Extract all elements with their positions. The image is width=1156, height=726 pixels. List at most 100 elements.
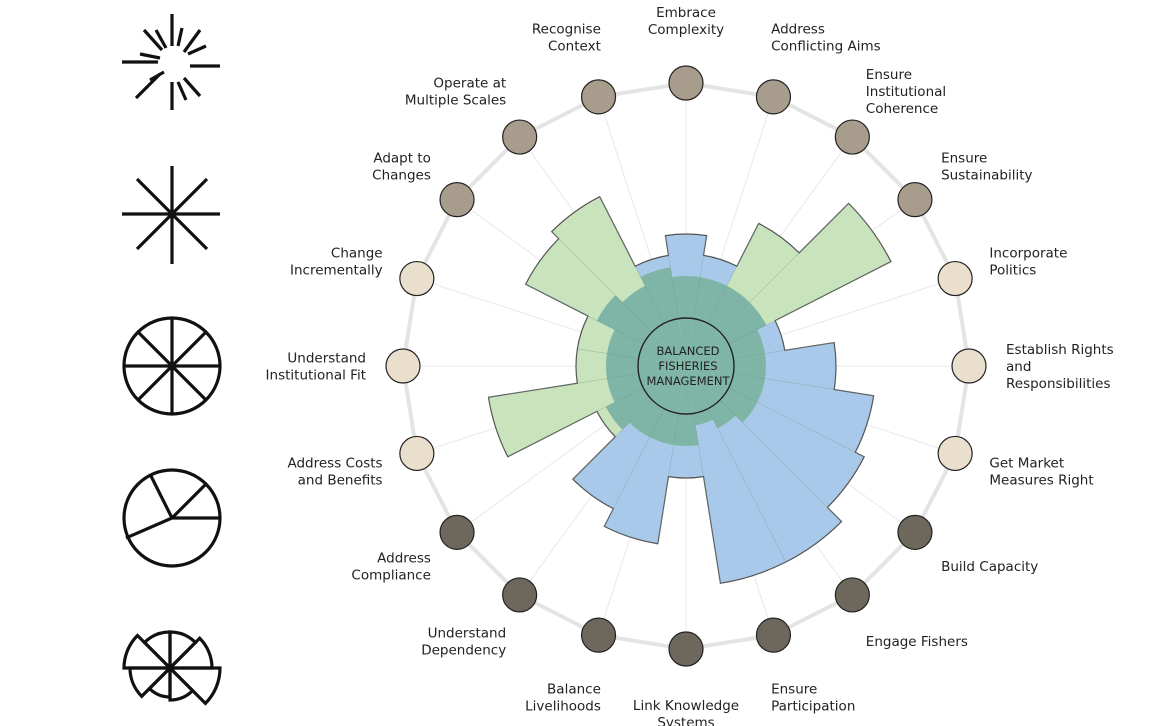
principle-label-line: Complexity xyxy=(648,22,724,38)
overlap-wedge xyxy=(686,353,767,379)
principle-node xyxy=(580,79,617,115)
principle-node xyxy=(385,348,421,384)
rose-icon xyxy=(122,630,222,706)
principle-label-line: Understand xyxy=(428,626,507,642)
principle-label-line: Incorporate xyxy=(989,245,1067,261)
wedge-divider xyxy=(733,373,874,397)
overlap-rose xyxy=(596,267,767,447)
overlap-wedge xyxy=(686,366,758,423)
principle-node xyxy=(897,514,933,550)
wedge-divider xyxy=(507,387,644,458)
principle-label-line: Address Costs xyxy=(287,456,382,472)
overlap-wedge xyxy=(686,366,766,403)
principle-node xyxy=(439,514,475,550)
principle-node xyxy=(951,348,987,384)
principle-label: Engage Fishers xyxy=(866,634,968,650)
principle-label-line: Compliance xyxy=(351,567,430,583)
pie-slices-icon xyxy=(122,468,222,568)
principle-label-line: Recognise xyxy=(532,22,601,38)
wedge-divider xyxy=(577,348,639,359)
principle-node xyxy=(897,182,933,218)
principle-node xyxy=(502,119,538,155)
principle-label-line: Institutional Fit xyxy=(266,368,366,384)
principle-label-line: Conflicting Aims xyxy=(771,39,881,55)
wedge-divider xyxy=(719,399,842,522)
center-circle xyxy=(637,317,735,415)
principle-nodes xyxy=(385,65,987,667)
principle-label-line: Engage Fishers xyxy=(866,634,968,650)
legend-icons xyxy=(122,14,222,706)
principle-node xyxy=(439,182,475,218)
principle-label-line: Sustainability xyxy=(941,168,1032,184)
principle-label-line: Multiple Scales xyxy=(405,92,506,108)
principle-node xyxy=(937,260,973,297)
overlap-wedge xyxy=(606,329,686,366)
principle-label-line: Responsibilities xyxy=(1006,376,1111,392)
principle-label-line: Participation xyxy=(771,698,855,714)
principle-node xyxy=(399,435,435,472)
wedge-divider xyxy=(733,342,835,359)
principle-label-line: and Benefits xyxy=(298,473,383,489)
principle-label-line: Dependency xyxy=(421,643,506,659)
principle-label-line: Build Capacity xyxy=(941,559,1038,575)
overlap-wedge xyxy=(686,366,714,426)
wedge-divider xyxy=(488,373,639,398)
principle-node xyxy=(937,435,973,472)
principle-label: Build Capacity xyxy=(941,559,1038,575)
overlap-wedge xyxy=(640,267,686,366)
overlap-wedge xyxy=(686,366,736,429)
principle-label-line: Establish Rights xyxy=(1006,342,1114,358)
principle-label-line: Ensure xyxy=(866,67,912,83)
wedge-divider xyxy=(719,203,849,333)
principle-node xyxy=(580,617,617,653)
overlap-wedge xyxy=(649,366,686,446)
principle-label-line: Embrace xyxy=(656,5,716,21)
overlap-wedge xyxy=(686,329,766,366)
principle-label-line: Link Knowledge xyxy=(633,698,739,714)
principle-node xyxy=(502,577,538,613)
principle-label-line: Livelihoods xyxy=(525,698,601,714)
overlap-wedge xyxy=(686,277,727,366)
center-hub: BALANCED FISHERIES MANAGEMENT xyxy=(637,317,735,415)
principle-label-line: Get Market xyxy=(989,456,1064,472)
overlap-wedge xyxy=(605,353,686,379)
overlap-wedge xyxy=(673,366,699,447)
principle-label-line: Coherence xyxy=(866,101,938,117)
wedge-divider xyxy=(657,413,679,544)
principle-label-line: Balance xyxy=(547,681,601,697)
principle-label-line: and xyxy=(1006,359,1031,375)
principle-label-line: Address xyxy=(377,550,431,566)
wedge-divider xyxy=(728,387,865,458)
wedge-divider xyxy=(728,261,892,345)
overlap-wedge xyxy=(606,366,686,403)
principle-label-line: Context xyxy=(548,39,601,55)
overlap-wedge xyxy=(671,276,701,366)
principle-node xyxy=(755,617,792,653)
overlap-wedge xyxy=(596,295,686,366)
principle-label-line: Change xyxy=(331,245,383,261)
wedge-divider xyxy=(604,408,665,527)
principle-node xyxy=(668,65,704,101)
wedge-divider xyxy=(665,235,679,319)
wedge-divider xyxy=(551,231,653,333)
principle-node xyxy=(834,577,870,613)
overlap-wedge xyxy=(629,366,686,438)
center-label-line-3: MANAGEMENT xyxy=(646,374,730,388)
principle-label-line: Institutional xyxy=(866,84,946,100)
principle-node xyxy=(668,631,704,667)
